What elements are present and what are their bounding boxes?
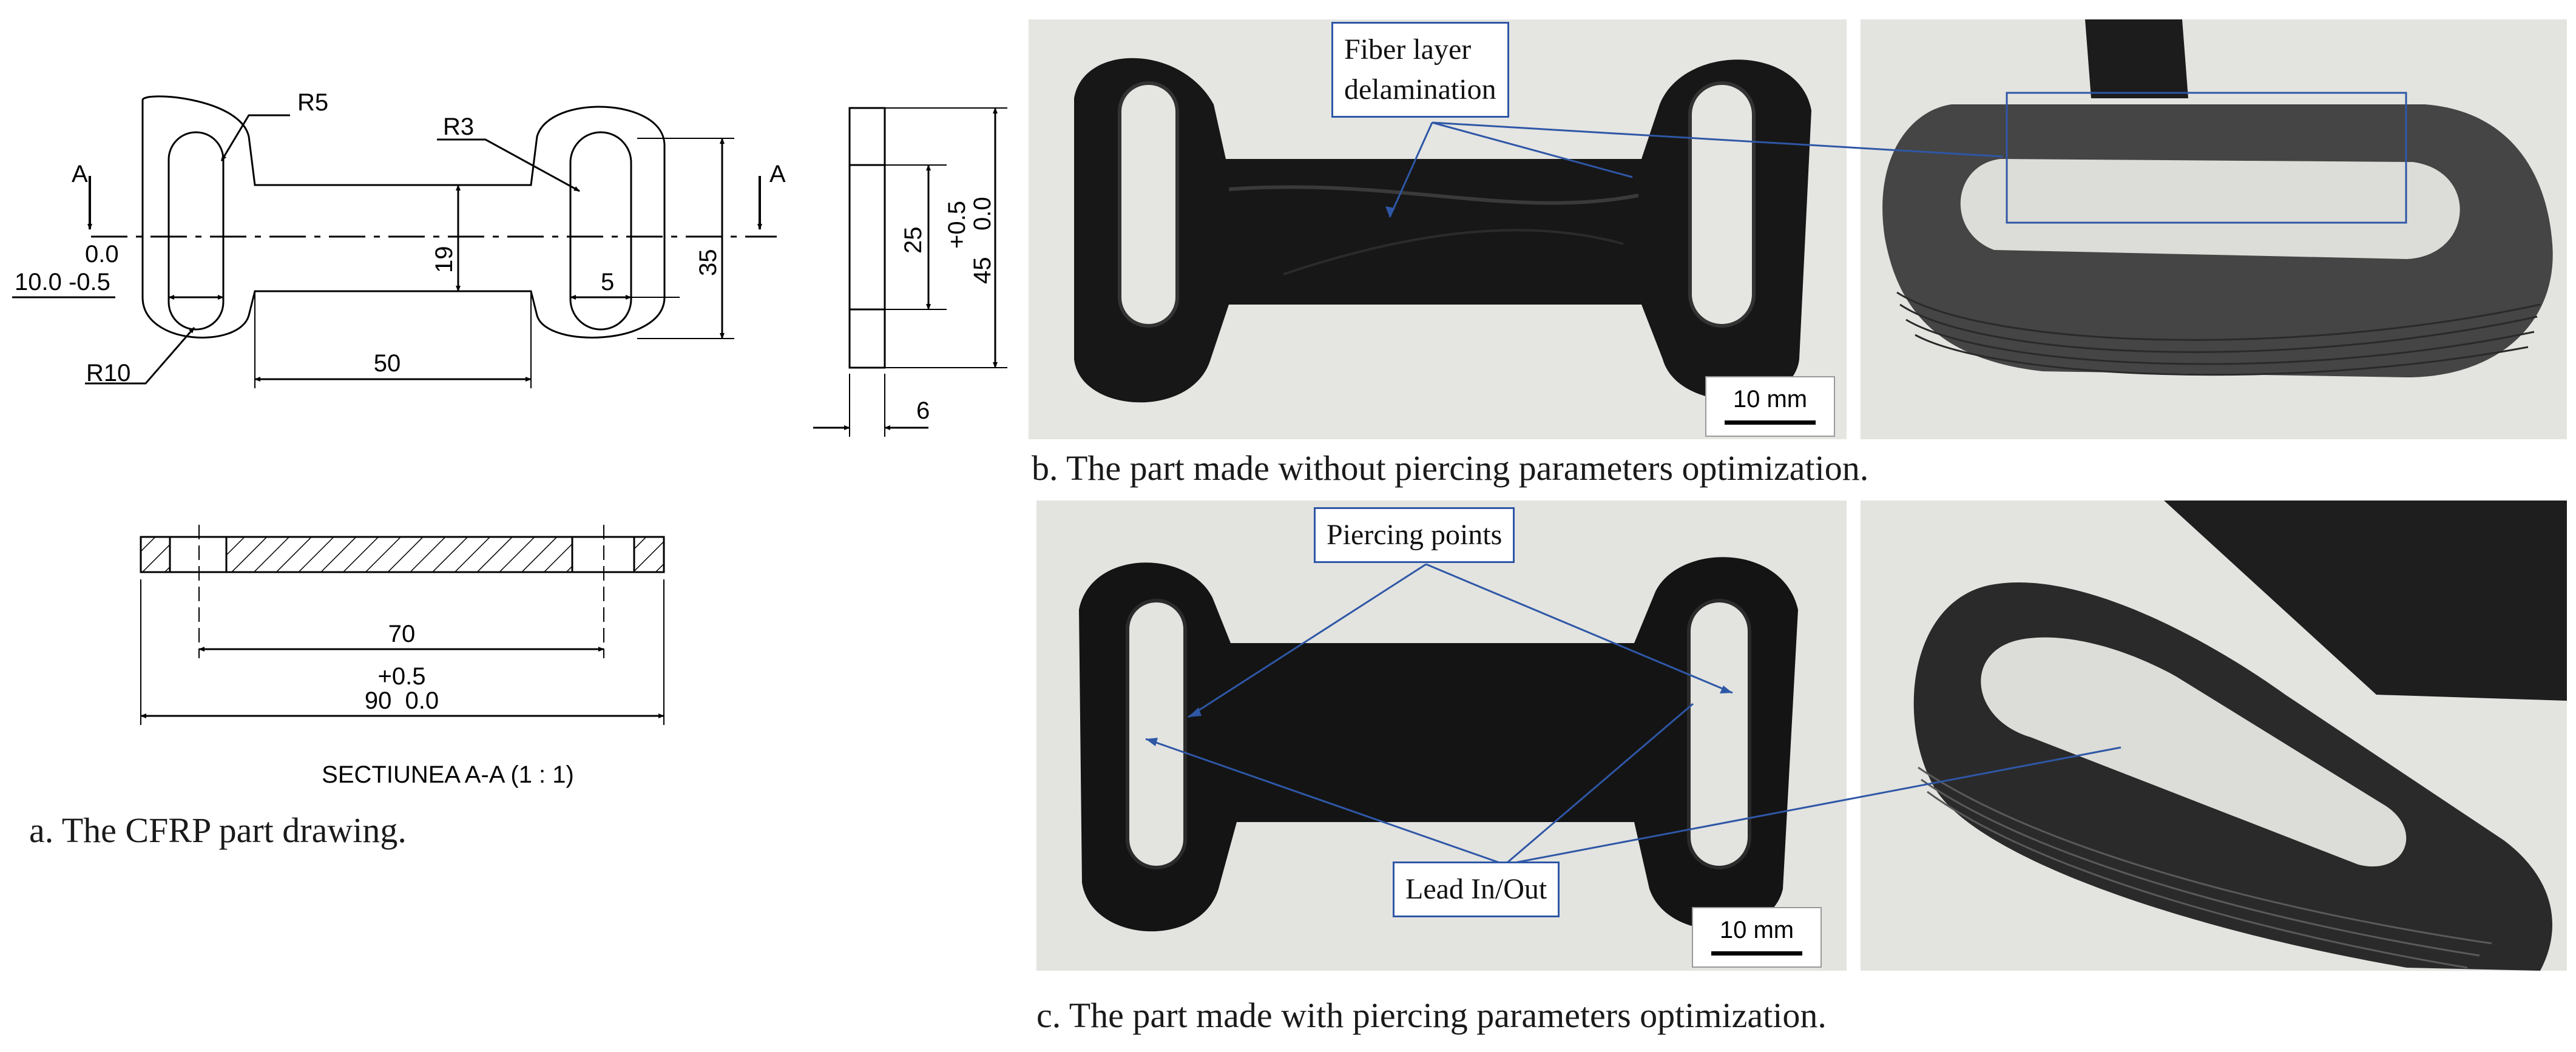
tolerance-lower: 10.0 -0.5 [15,269,110,295]
photo-delamination-closeup [1861,19,2567,439]
length-tolerance: +0.5 [378,663,426,690]
callout-delamination-line1: Fiber layer [1344,33,1472,66]
length-value: 90 0.0 [365,687,439,714]
dimension-50: 50 [374,350,401,377]
scale-bar-label: 10 mm [1733,386,1808,413]
caption-b: b. The part made without piercing parame… [1032,448,1869,488]
section-marker-left: A [72,161,88,187]
radius-r5-label: R5 [297,89,328,116]
part-silhouette [1074,58,1811,403]
dimension-19: 19 [431,246,458,274]
radius-r3-label: R3 [443,113,474,140]
caption-c: c. The part made with piercing parameter… [1036,996,1827,1035]
callout-delamination: Fiber layer delamination [1331,22,1509,118]
section-marker-right: A [769,161,786,187]
dimension-35: 35 [695,249,722,277]
photo-leadin-closeup [1861,501,2567,971]
left-slot [167,131,225,331]
scale-bar-label: 10 mm [1719,917,1794,943]
scale-bar: 10 mm [1705,376,1835,437]
side-tolerance-upper: +0.5 [944,201,970,249]
part-outline [141,95,666,339]
right-slot [569,131,632,331]
part-drawing: A A R5 R3 R10 0.0 10.0 -0.5 19 50 5 35 2… [12,89,1007,788]
callout-piercing-points: Piercing points [1314,507,1515,563]
dimension-25: 25 [900,227,927,254]
dimension-6: 6 [916,397,930,424]
side-view [848,107,886,369]
radius-r10-label: R10 [86,360,130,386]
side-tolerance-lower: 0.0 [969,197,996,231]
caption-a: a. The CFRP part drawing. [29,811,407,850]
side-height: 45 [969,257,996,285]
dimension-70: 70 [388,621,416,647]
tolerance-upper: 0.0 [85,241,119,268]
callout-lead-in-out: Lead In/Out [1393,861,1560,917]
dimension-5: 5 [601,269,614,295]
section-title: SECTIUNEA A-A (1 : 1) [322,761,574,788]
scale-bar: 10 mm [1692,907,1822,968]
callout-delamination-line2: delamination [1344,73,1496,106]
